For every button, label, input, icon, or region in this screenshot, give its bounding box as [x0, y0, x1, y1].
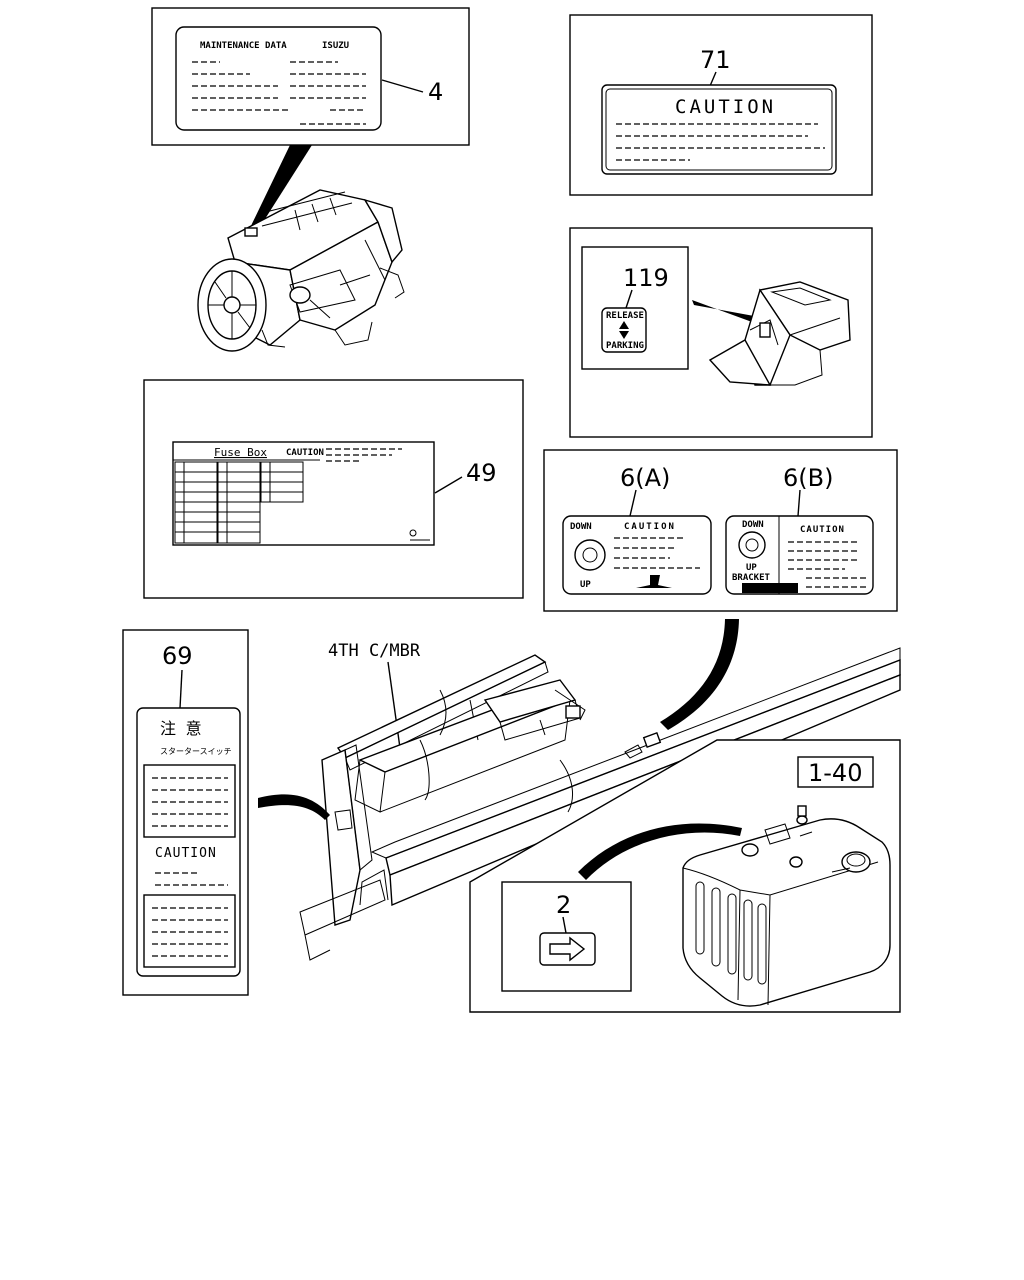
- callout-119: 119: [623, 264, 669, 292]
- callout-6a: 6(A): [620, 464, 670, 492]
- caution-69: CAUTION: [155, 846, 217, 861]
- up-a: UP: [580, 580, 591, 590]
- panel-fuel-tank: 1-40 2: [469, 739, 901, 1013]
- panel-cab-tilt-6: 6(A) 6(B) DOWN CAUTION UP DOWN UP BRACKE…: [543, 449, 898, 730]
- panel-parking-119: 119 RELEASE PARKING: [569, 227, 873, 438]
- panel-caution-71: 71 CAUTION: [569, 14, 873, 196]
- up-b: UP: [746, 563, 757, 573]
- callout-4: 4: [428, 78, 443, 106]
- caution-71-text: CAUTION: [675, 96, 776, 118]
- jp-title: 注 意: [160, 719, 202, 738]
- caution-6b: CAUTION: [800, 525, 845, 535]
- down-b: DOWN: [742, 520, 764, 530]
- panel-starter-69: 69 注 意 スタータースイッチ CAUTION: [122, 629, 249, 996]
- parking-text: PARKING: [606, 341, 644, 351]
- callout-1-40: 1-40: [808, 759, 862, 787]
- maintenance-title: MAINTENANCE DATA: [200, 41, 287, 51]
- panel-fusebox-49: Fuse Box CAUTION 49: [143, 379, 524, 599]
- jp-sub: スタータースイッチ: [160, 747, 232, 756]
- down-a: DOWN: [570, 522, 592, 532]
- callout-2: 2: [556, 891, 571, 919]
- callout-71: 71: [700, 46, 731, 74]
- member-label: 4TH C/MBR: [328, 641, 421, 661]
- fusebox-title: Fuse Box: [214, 446, 267, 459]
- callout-49: 49: [466, 459, 497, 487]
- engine-drawing: [197, 145, 405, 352]
- bracket-text: BRACKET: [732, 573, 771, 583]
- caution-6a: CAUTION: [624, 522, 676, 532]
- callout-6b: 6(B): [783, 464, 833, 492]
- panel-maintenance-label: MAINTENANCE DATA ISUZU 4: [151, 7, 470, 146]
- release-text: RELEASE: [606, 311, 644, 321]
- callout-69: 69: [162, 642, 193, 670]
- isuzu-text: ISUZU: [322, 41, 349, 51]
- fusebox-caution: CAUTION: [286, 448, 324, 458]
